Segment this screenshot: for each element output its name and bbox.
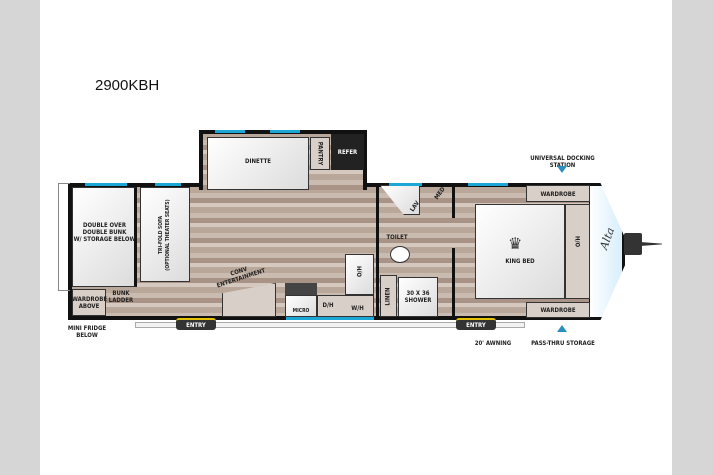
toilet-icon [390,246,410,263]
entry-door-1[interactable] [176,318,216,330]
wardrobe-bottom [526,302,590,318]
shower [398,277,438,317]
dinette [207,137,309,190]
cooktop [285,295,317,317]
wardrobe-top [526,185,590,202]
pass-thru-arrow-icon [557,325,567,332]
wardrobe-above [72,289,106,316]
sofa [140,187,190,282]
counter [317,295,374,317]
hitch [624,233,642,255]
awning [135,322,525,328]
docking-arrow-icon [557,166,567,173]
entry-door-2[interactable] [456,318,496,330]
crown-icon: ♛ [508,236,523,253]
sink [345,254,374,295]
refer [331,134,364,170]
king-bed [475,204,565,299]
model-name: 2900KBH [95,77,160,94]
bunk [72,187,137,287]
